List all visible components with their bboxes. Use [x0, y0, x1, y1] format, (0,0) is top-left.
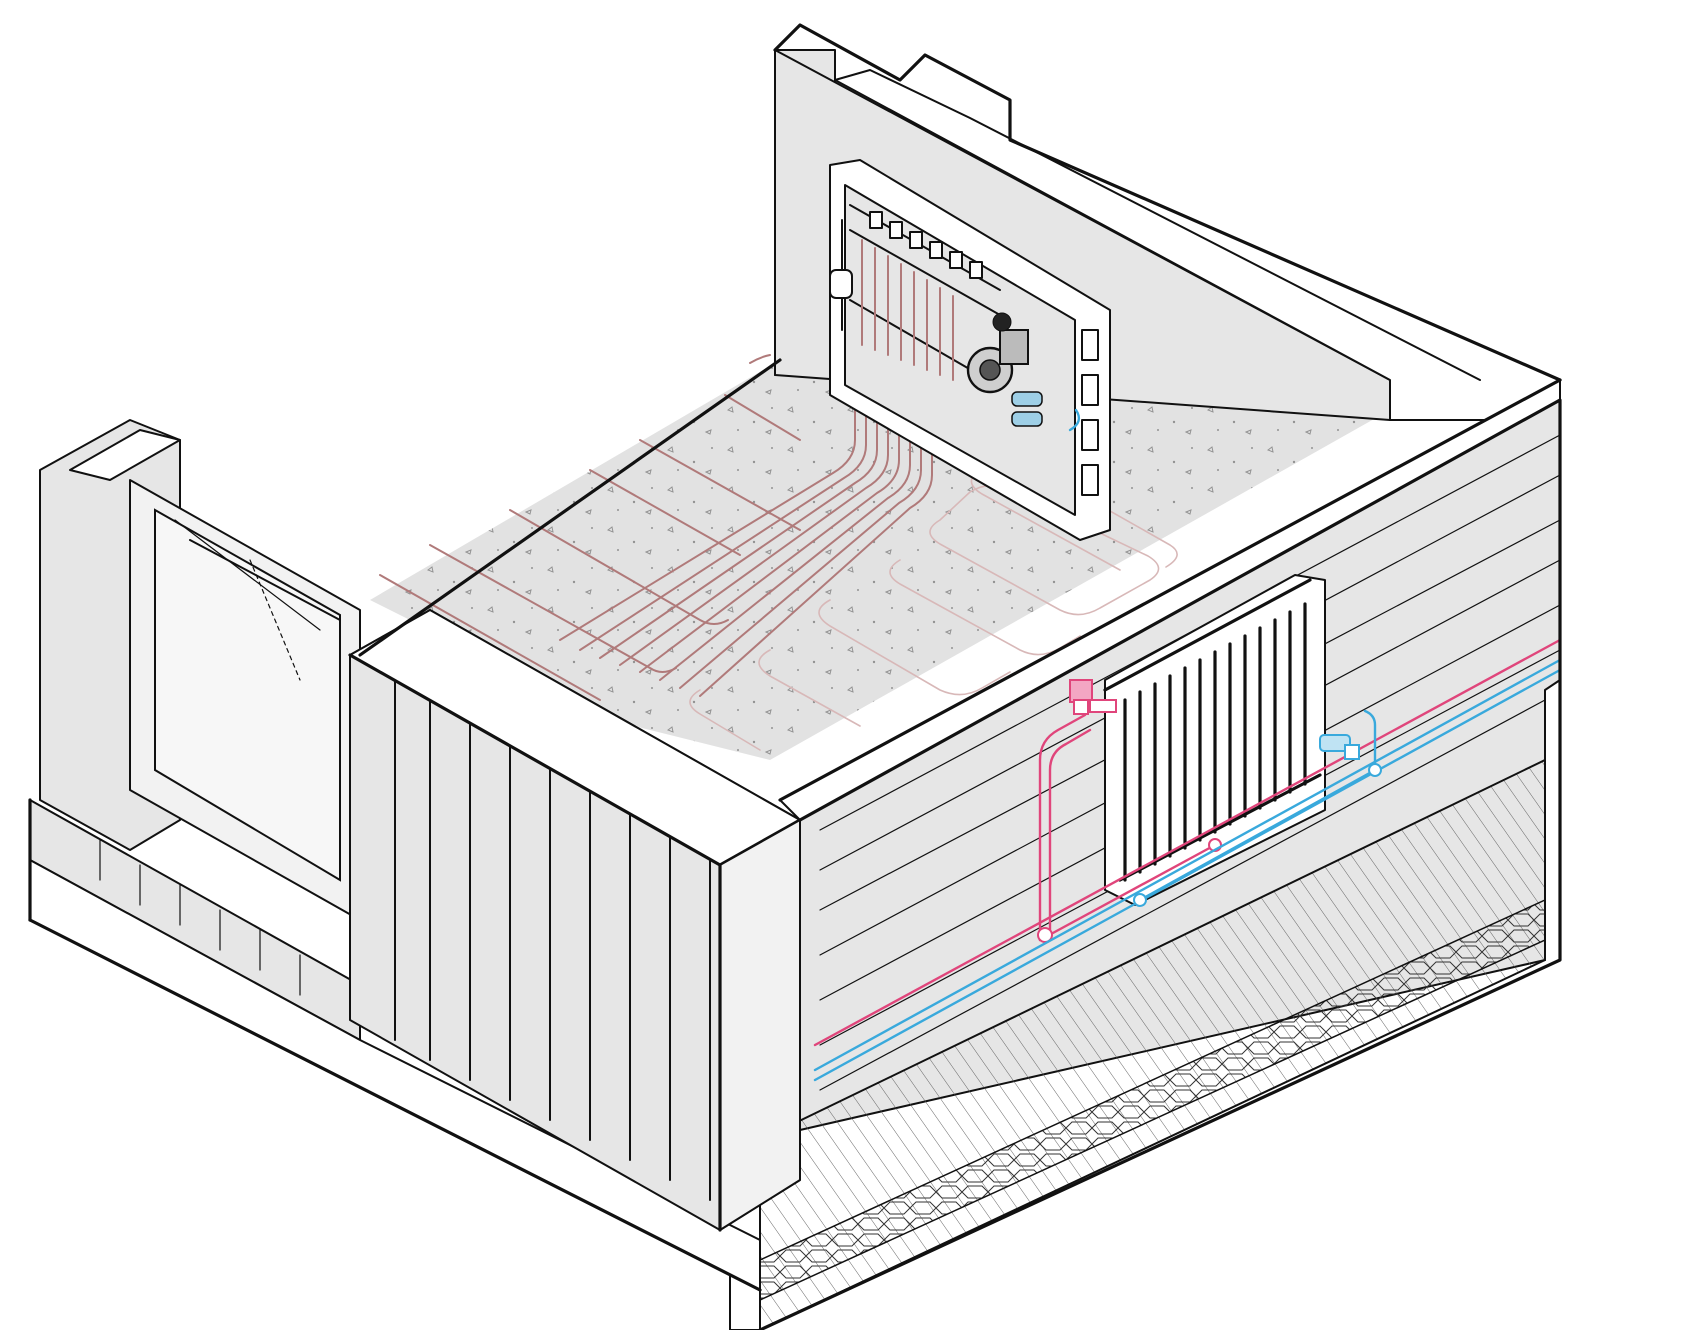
circulation-pump: [966, 312, 1081, 432]
return-lockshield-valve: [1319, 734, 1360, 760]
front-wall-vertical-cladding: [348, 609, 802, 1232]
return-pipe: [813, 658, 1562, 1082]
thermostatic-valve: [1069, 679, 1117, 715]
left-wall: [28, 419, 762, 1292]
window-glass: [154, 508, 341, 882]
panel-radiator: [1103, 574, 1326, 906]
manifold-cabinet: [829, 159, 1111, 541]
supply-pipe: [813, 638, 1562, 1047]
air-vent: [829, 269, 853, 299]
floor-slab: [370, 360, 1390, 760]
outline-strokes: [28, 358, 1562, 1330]
manifold-valve-heads: [869, 211, 983, 279]
manifold: [829, 204, 1001, 381]
radiator-fins: [1123, 602, 1307, 882]
